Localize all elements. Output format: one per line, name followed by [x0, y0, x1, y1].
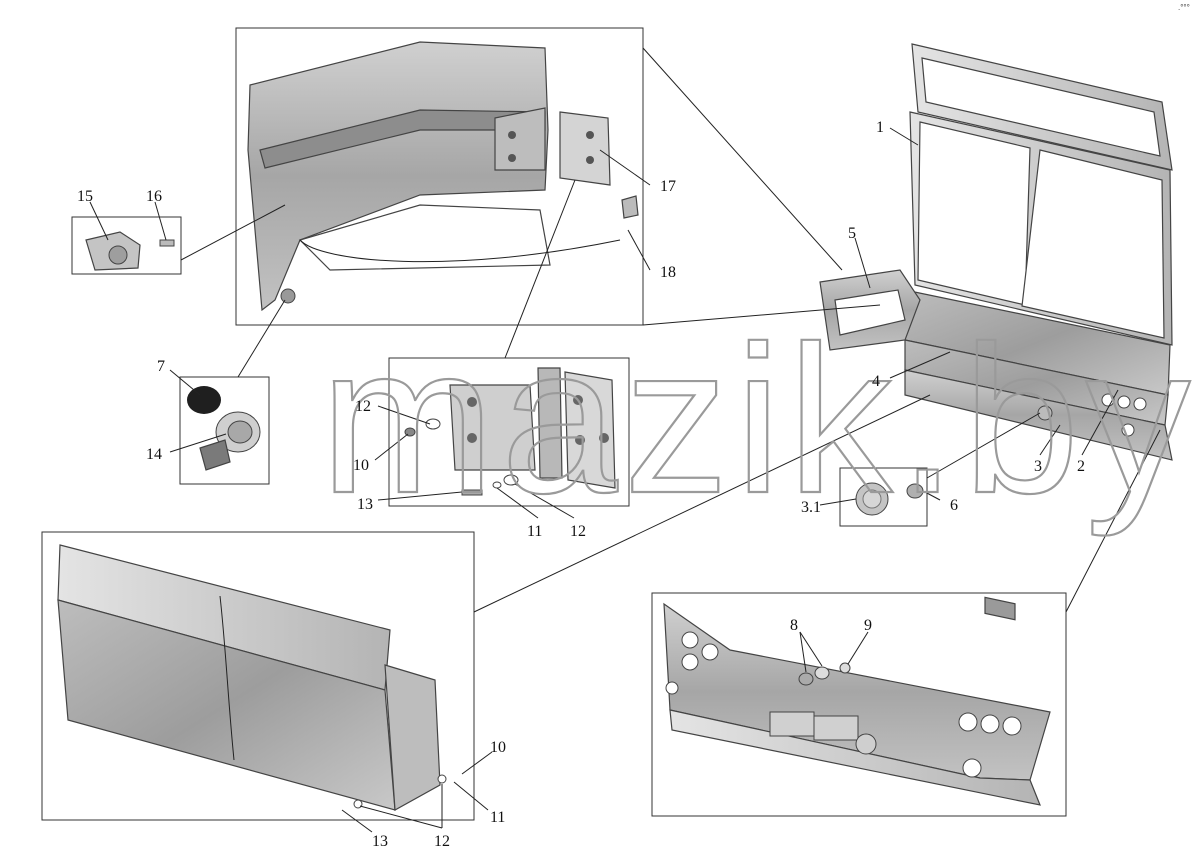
callout-9: 9 [864, 617, 872, 634]
callout-12-hinge-lower: 12 [570, 523, 586, 540]
hinge-detail [404, 367, 616, 496]
callout-15: 15 [77, 188, 93, 205]
callout-14: 14 [146, 446, 162, 463]
callout-11-panel: 11 [490, 809, 505, 826]
bumper-detail-frame [651, 592, 1067, 817]
callout-13-panel: 13 [372, 833, 388, 850]
bumper-detail [663, 602, 1051, 806]
callout-10-panel: 10 [490, 739, 506, 756]
callout-3-1: 3.1 [801, 499, 821, 516]
callout-12-panel: 12 [434, 833, 450, 850]
hinge-detail-frame [388, 357, 630, 507]
callout-10-hinge: 10 [353, 457, 369, 474]
callout-8: 8 [790, 617, 798, 634]
plug-detail [855, 482, 924, 516]
service-hatch-detail [247, 41, 639, 312]
callout-labels: 1 2 3 3.1 4 5 6 7 8 9 10 11 12 12 13 10 … [77, 119, 1085, 850]
callout-7: 7 [157, 358, 165, 375]
callout-2: 2 [1077, 458, 1085, 475]
callout-17: 17 [660, 178, 676, 195]
plug-detail-frame [839, 467, 928, 527]
callout-5: 5 [848, 225, 856, 242]
callout-6: 6 [950, 497, 958, 514]
leader-lines [89, 127, 1119, 833]
callout-3: 3 [1034, 458, 1042, 475]
latch-detail [85, 231, 175, 271]
lower-panel-detail [57, 544, 447, 811]
connector-lines [180, 47, 1161, 613]
latch-detail-frame [71, 216, 182, 275]
hatch-detail-frame [235, 27, 644, 326]
callout-1: 1 [876, 119, 884, 136]
callout-18: 18 [660, 264, 676, 281]
callout-13-hinge: 13 [357, 496, 373, 513]
bus-front-assembly [819, 43, 1173, 621]
callout-4: 4 [872, 373, 880, 390]
watermark-text: mazik.by [320, 302, 1197, 537]
callout-11-hinge: 11 [527, 523, 542, 540]
lock-detail [187, 386, 261, 471]
callout-16: 16 [146, 188, 162, 205]
callout-12-hinge: 12 [355, 398, 371, 415]
corner-mark: .°°° [1178, 3, 1190, 12]
lock-detail-frame [179, 376, 270, 485]
panel-detail-frame [41, 531, 475, 821]
